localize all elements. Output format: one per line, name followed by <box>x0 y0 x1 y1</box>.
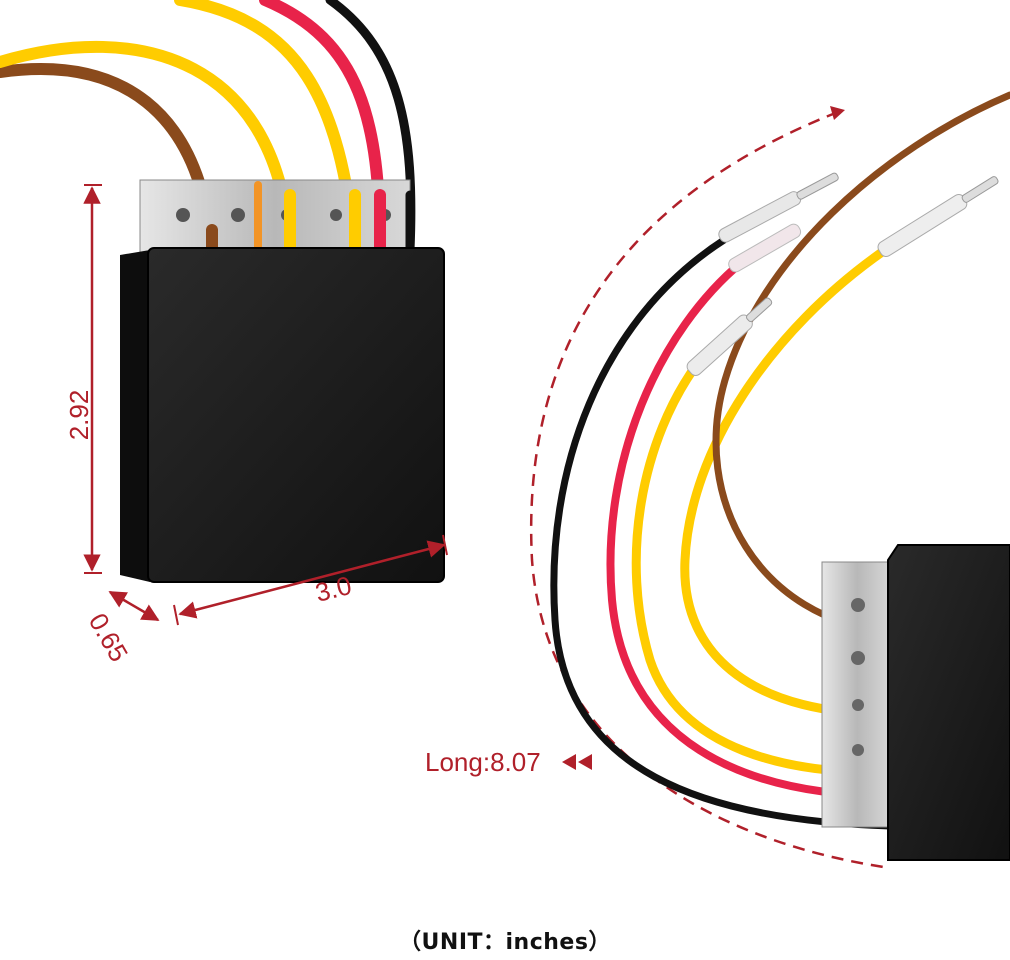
regulator-body <box>147 247 445 583</box>
height-dimension: 2.92 <box>64 184 102 574</box>
regulator-body-right <box>887 544 1010 861</box>
length-value: Long:8.07 <box>425 747 541 777</box>
right-wires <box>550 91 1010 830</box>
length-arc <box>529 110 891 870</box>
wire-red-right <box>606 258 894 800</box>
regulator-front-view <box>0 0 445 583</box>
depth-value: 0.65 <box>83 608 134 667</box>
regulator-harness-view <box>529 91 1010 870</box>
wire-brown-right <box>712 91 1010 636</box>
height-value: 2.92 <box>64 390 94 441</box>
length-dimension: Long:8.07 <box>425 747 592 777</box>
regulator-body-side <box>120 250 150 582</box>
connector-terminals <box>686 172 999 376</box>
wire-yellow-right-1 <box>631 355 895 777</box>
unit-caption: （UNIT：inches） <box>399 930 611 955</box>
wire-yellow-right-2 <box>680 245 895 719</box>
depth-dimension: 0.65 <box>83 590 160 667</box>
wire-black-right <box>550 236 894 830</box>
